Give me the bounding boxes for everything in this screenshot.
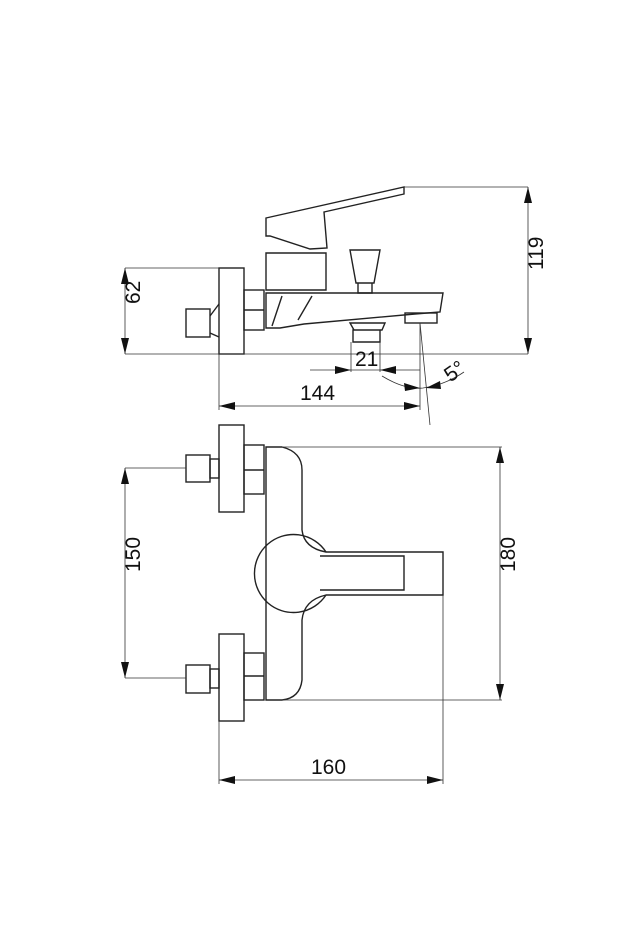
connector-taper <box>209 303 220 338</box>
angle-arc <box>381 371 465 389</box>
side-view: 62 119 144 21 5° <box>121 186 548 426</box>
inlet-connector-lower <box>185 664 211 694</box>
lever-handle <box>265 186 405 250</box>
connector-stem-upper <box>209 458 220 479</box>
angle-line <box>419 322 431 426</box>
spout-detail <box>271 295 313 327</box>
inlet-connector-upper <box>185 454 211 483</box>
spout-outlet <box>404 312 438 324</box>
dim-150-label: 150 <box>122 537 145 572</box>
inlet-connector <box>185 308 211 338</box>
diverter-knob <box>349 249 381 294</box>
wall-plate <box>218 267 245 355</box>
top-view: 150 180 160 <box>121 424 520 784</box>
handle-lever <box>320 555 405 591</box>
dim-62-label: 62 <box>122 281 145 304</box>
dim-180-label: 180 <box>497 537 520 572</box>
wall-plate-lower <box>218 633 245 722</box>
dim-arrows <box>335 366 396 374</box>
connector-stem-lower <box>209 668 220 689</box>
valve-body <box>265 252 327 291</box>
mixer-body <box>265 446 444 701</box>
dim-21-label: 21 <box>355 348 378 371</box>
handle-hub <box>253 533 327 614</box>
angle-arrows <box>404 381 441 391</box>
dim-160-label: 160 <box>311 756 346 779</box>
dim-144-label: 144 <box>300 382 335 405</box>
dim-119-label: 119 <box>525 237 548 270</box>
shower-outlet <box>348 322 387 343</box>
spout <box>265 292 444 329</box>
wall-plate-upper <box>218 424 245 513</box>
